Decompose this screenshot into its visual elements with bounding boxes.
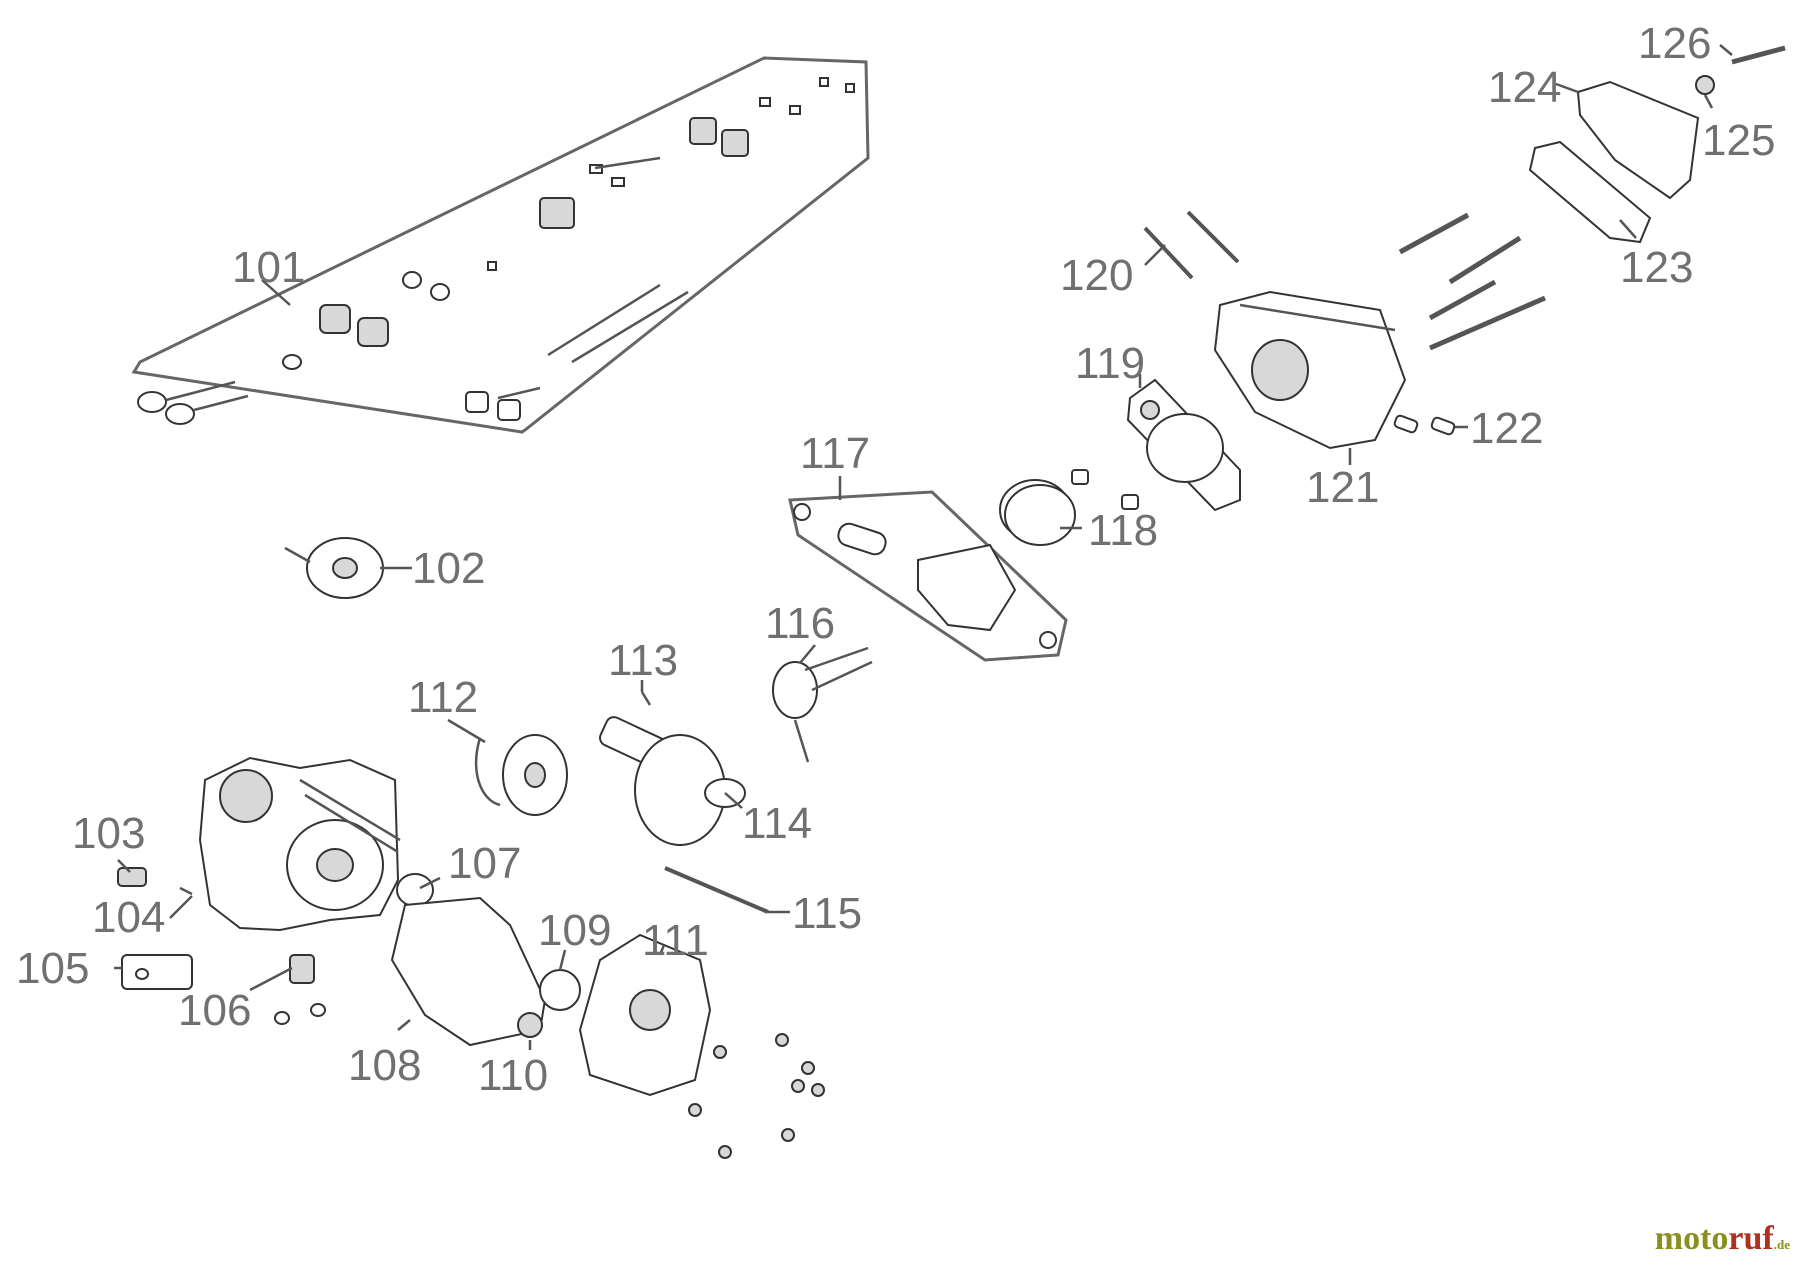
cover-bolts (688, 1033, 825, 1159)
part-114-crankshaft (599, 716, 746, 846)
part-110-ring (517, 1012, 543, 1038)
group-frame-117 (788, 490, 1068, 662)
part-111-crankcase-cover (578, 933, 712, 1097)
part-123-cover-gasket (1528, 140, 1652, 244)
part-125-grommet (1695, 75, 1715, 95)
label-120: 120 (1060, 251, 1133, 300)
label-112: 112 (408, 673, 478, 722)
part-126-bolt (1731, 45, 1786, 65)
leader-lines (114, 44, 1733, 1050)
part-122-dowel-b (1430, 416, 1456, 436)
part-107-oil-seal (396, 873, 434, 907)
label-106: 106 (178, 986, 251, 1035)
logo-part3: .de (1773, 1237, 1790, 1252)
part-113-key (640, 691, 652, 706)
label-115: 115 (792, 889, 862, 938)
label-122: 122 (1470, 404, 1543, 453)
label-124: 124 (1488, 63, 1561, 112)
part-122-dowel (1393, 414, 1419, 434)
part-119-head-gasket (1126, 378, 1241, 512)
part-124-valve-cover (1576, 80, 1700, 200)
part-118-piston-rings (999, 469, 1139, 546)
label-123: 123 (1620, 243, 1693, 292)
label-107: 107 (448, 839, 521, 888)
part-piston (917, 543, 1017, 632)
label-111: 111 (642, 916, 709, 965)
part-116-connecting-rod (772, 646, 873, 763)
label-114: 114 (742, 799, 812, 848)
label-101: 101 (232, 243, 305, 292)
head-bolts (1398, 212, 1546, 351)
piston-pin (837, 522, 887, 556)
logo-part1: moto (1654, 1220, 1729, 1257)
label-125: 125 (1702, 116, 1775, 165)
motoruf-logo: motoruf.de (1655, 1220, 1790, 1258)
label-109: 109 (538, 906, 611, 955)
valve-train-parts (137, 77, 855, 425)
label-102: 102 (412, 544, 485, 593)
part-115-pushrod (664, 866, 769, 914)
part-112-cam-gear (474, 734, 568, 816)
part-120-studs (1143, 210, 1240, 280)
crankcase-block (198, 756, 401, 932)
label-103: 103 (72, 809, 145, 858)
part-121-cylinder-head (1213, 290, 1407, 450)
label-113: 113 (608, 636, 678, 685)
label-116: 116 (765, 599, 835, 648)
label-121: 121 (1306, 463, 1379, 512)
small-parts-103-106 (117, 867, 326, 1025)
group-frame-101 (131, 56, 870, 434)
label-117: 117 (800, 429, 870, 478)
label-104: 104 (92, 893, 165, 942)
part-102-cam-gear (284, 537, 384, 599)
label-118: 118 (1088, 506, 1158, 555)
label-119: 119 (1075, 339, 1145, 388)
label-105: 105 (16, 944, 89, 993)
label-110: 110 (478, 1051, 548, 1100)
logo-part2: ruf (1728, 1220, 1774, 1257)
label-108: 108 (348, 1041, 421, 1090)
part-109-bearing (539, 969, 581, 1011)
label-126: 126 (1638, 19, 1711, 68)
